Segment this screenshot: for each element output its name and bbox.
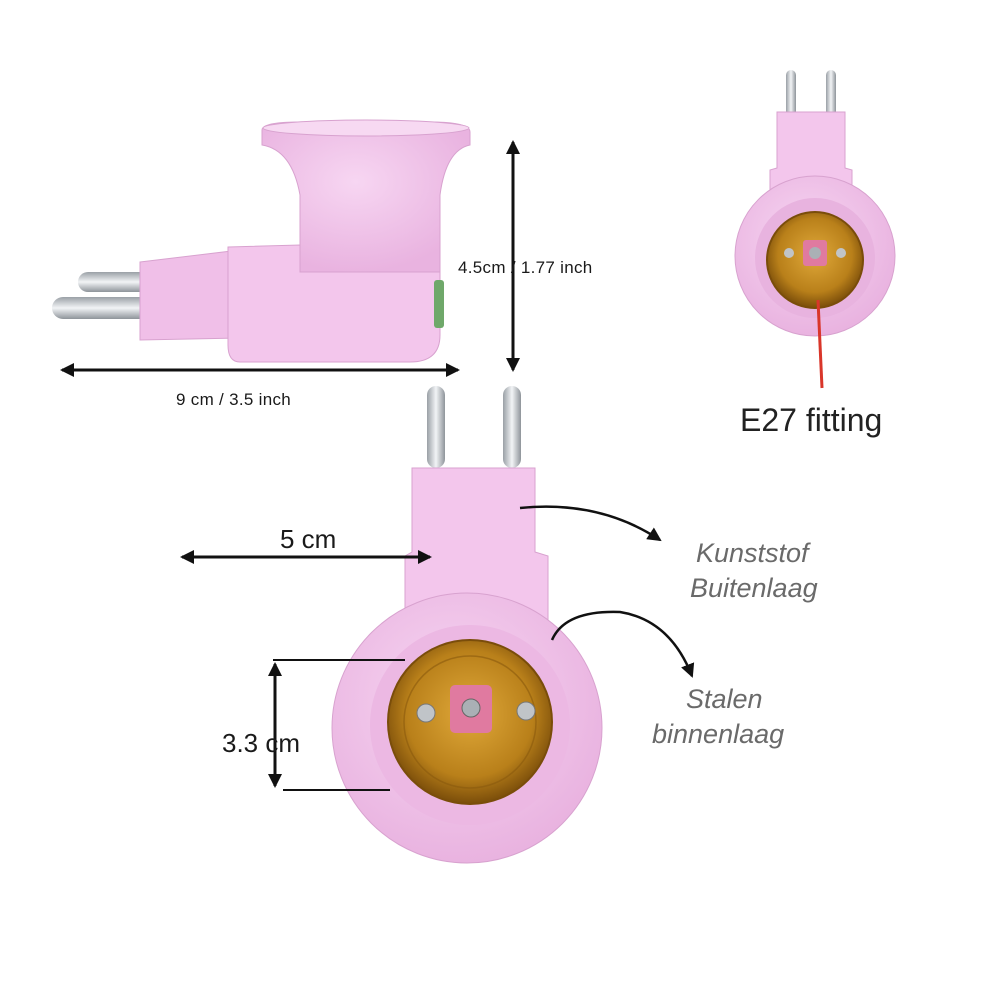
outer-layer-callout-arrow — [519, 505, 662, 542]
large-front-view — [331, 386, 603, 864]
outer-layer-label: Kunststof Buitenlaag — [690, 536, 818, 606]
side-view-adapter — [52, 119, 471, 363]
fitting-label: E27 fitting — [740, 402, 883, 438]
inner-layer-line1: Stalen — [686, 684, 763, 714]
small-front-view — [734, 70, 896, 389]
front-pin-left — [427, 386, 445, 468]
inner-layer-label: Stalen binnenlaag — [652, 682, 784, 752]
inner-layer-line2: binnenlaag — [652, 719, 785, 749]
front-width-label: 5 cm — [280, 524, 337, 554]
wire — [816, 299, 824, 389]
pin-upper — [78, 272, 158, 292]
height-label: 4.5cm / 1.77 inch — [458, 258, 593, 277]
width-label: 9 cm / 3.5 inch — [176, 390, 292, 409]
inner-diameter-bracket — [268, 659, 405, 791]
front-pin-right — [503, 386, 521, 468]
inner-diameter-label: 3.3 cm — [222, 728, 301, 758]
inner-layer-callout-arrow — [550, 610, 695, 678]
outer-layer-line1: Kunststof — [696, 538, 809, 568]
pin-lower — [52, 297, 152, 319]
outer-layer-line2: Buitenlaag — [690, 573, 818, 603]
